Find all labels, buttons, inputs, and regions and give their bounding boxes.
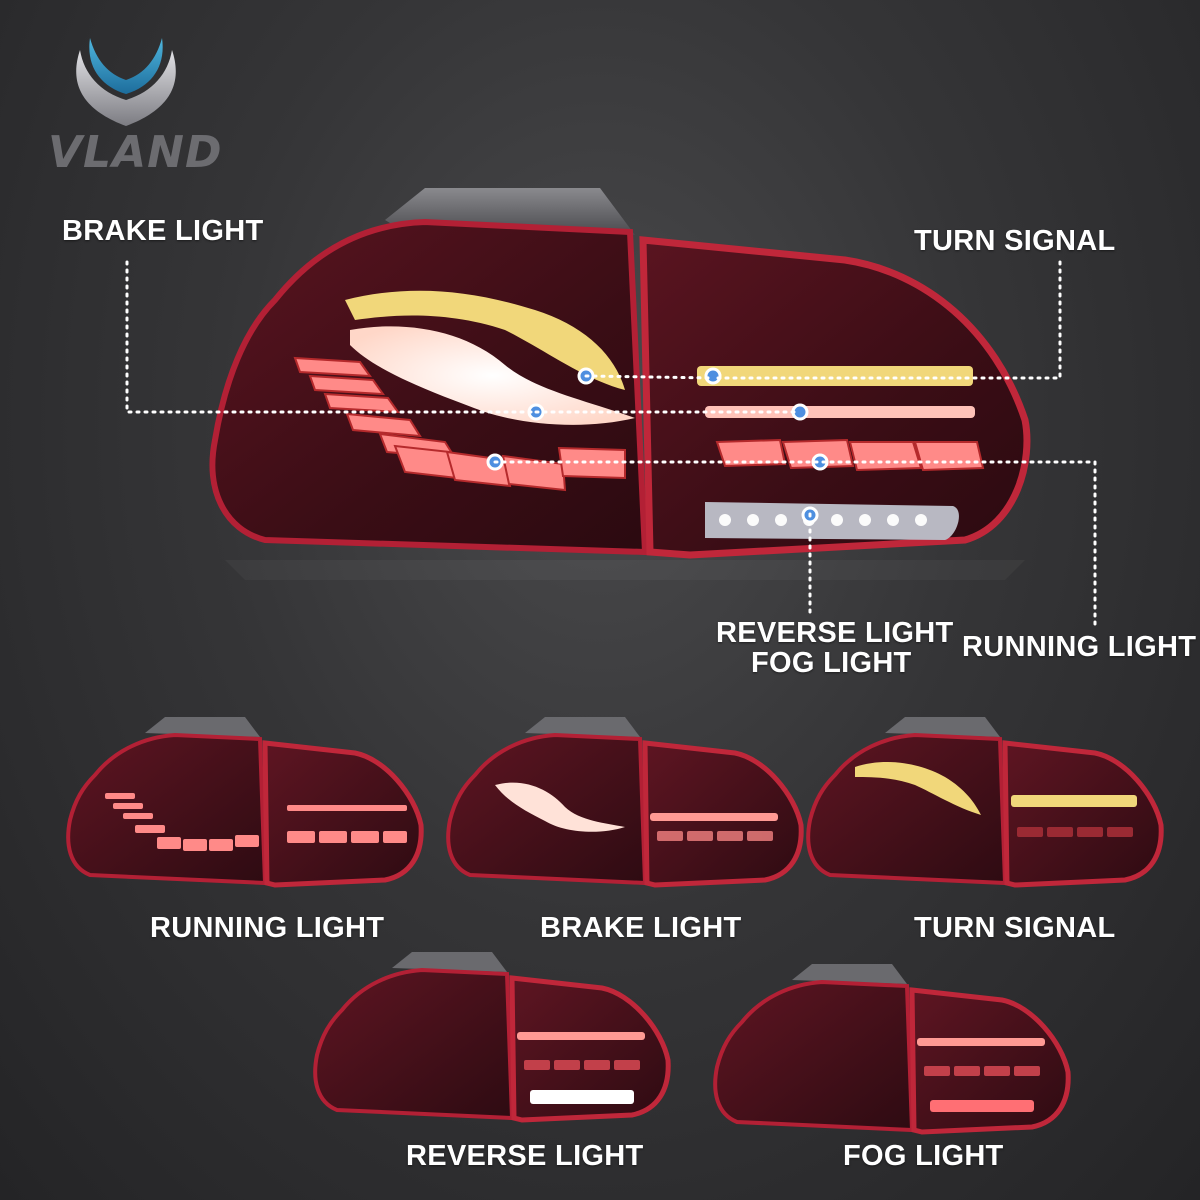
mode-label-fog-light: FOG LIGHT	[843, 1140, 1004, 1172]
main-tail-light-image	[209, 188, 1031, 580]
callout-fog-light: FOG LIGHT	[751, 647, 912, 679]
brand-wordmark: VLAND	[48, 127, 223, 178]
callout-running-light: RUNNING LIGHT	[962, 631, 1197, 663]
turn-signal-marker-right	[704, 367, 722, 385]
mode-brake-light-image	[445, 715, 805, 895]
mode-fog-light-image	[712, 962, 1072, 1142]
mode-turn-signal-image	[805, 715, 1165, 895]
mode-label-running-light: RUNNING LIGHT	[150, 912, 385, 944]
mode-label-reverse-light: REVERSE LIGHT	[406, 1140, 644, 1172]
callout-reverse-light: REVERSE LIGHT	[716, 617, 954, 649]
mode-label-brake-light: BRAKE LIGHT	[540, 912, 742, 944]
callout-turn-signal: TURN SIGNAL	[914, 225, 1116, 257]
vland-logo-icon	[76, 38, 176, 126]
mode-reverse-light-image	[312, 950, 672, 1130]
mode-running-light-image	[65, 715, 425, 895]
running-marker-right	[811, 453, 829, 471]
mode-label-turn-signal: TURN SIGNAL	[914, 912, 1116, 944]
callout-brake-light: BRAKE LIGHT	[62, 215, 264, 247]
